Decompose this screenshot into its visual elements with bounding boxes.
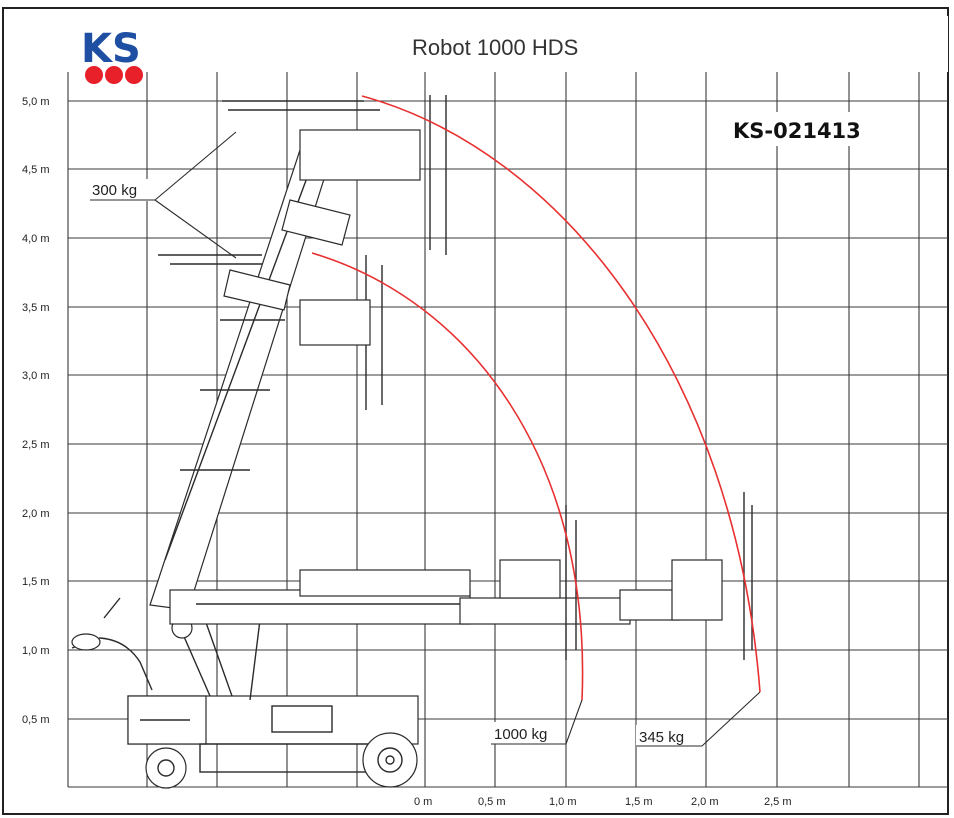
front-wheel-axle (385, 755, 395, 765)
top-beam-upper (222, 100, 380, 111)
y-tick-label: 2,5 m (22, 439, 50, 451)
vacuum-frame-far (743, 492, 753, 660)
boom-head-upper (281, 199, 351, 246)
horizontal-boom (169, 559, 723, 625)
boom-arm-3 (619, 589, 681, 621)
logo-dot (85, 66, 103, 84)
tiller-handle (71, 597, 153, 691)
x-tick-label: 0 m (414, 796, 432, 808)
reach-curve-345kg (361, 95, 761, 693)
leader-345kg (636, 691, 761, 747)
boom-arm-2 (459, 597, 631, 625)
header-background (68, 16, 948, 72)
logo-dot (105, 66, 123, 84)
grid (67, 72, 948, 788)
rear-wheel-hub (157, 759, 175, 777)
boom-head-2 (671, 559, 723, 621)
grid-horizontal-lines (68, 100, 948, 788)
boom-head-lower (223, 269, 291, 311)
front-wheel-tire (362, 732, 418, 788)
y-tick-label: 4,5 m (22, 164, 50, 176)
outer-border (2, 7, 949, 815)
x-tick-label: 1,5 m (625, 796, 653, 808)
leader-300kg (90, 131, 237, 259)
x-tick-label: 1,0 m (549, 796, 577, 808)
x-tick-label: 0,5 m (478, 796, 506, 808)
reach-curves (311, 95, 761, 701)
load-annotations: 300 kg 1000 kg 345 kg (89, 131, 761, 747)
logo-dot (125, 66, 143, 84)
ks-logo-text: KS (81, 26, 141, 72)
boom-cylinder (299, 569, 471, 597)
y-tick-label: 4,0 m (22, 233, 50, 245)
chassis-panel (271, 705, 333, 733)
tiller-lever (103, 597, 121, 619)
tiller-grip (71, 633, 101, 651)
vacuum-frame-top-upper (429, 95, 447, 255)
load-label-345kg: 345 kg (639, 729, 684, 746)
boom-cross-members (180, 319, 285, 471)
label-bg-300kg (89, 179, 155, 201)
y-tick-label: 1,5 m (22, 576, 50, 588)
y-axis-labels: 0,5 m 1,0 m 1,5 m 2,0 m 2,5 m 3,0 m 3,5 … (22, 96, 50, 726)
label-bg-345kg (636, 725, 702, 747)
x-tick-label: 2,0 m (691, 796, 719, 808)
front-wheel-hub (377, 747, 403, 773)
tiller-arm (71, 637, 153, 691)
chart-title: Robot 1000 HDS (412, 35, 578, 60)
mast-brace (222, 619, 261, 701)
label-bg-1000kg (491, 722, 565, 744)
front-wheel (362, 732, 418, 788)
y-tick-label: 2,0 m (22, 508, 50, 520)
y-tick-label: 1,0 m (22, 645, 50, 657)
y-tick-label: 3,0 m (22, 370, 50, 382)
boom-head-1 (499, 559, 561, 599)
vacuum-frame-near (565, 505, 577, 660)
product-code: KS-021413 (733, 119, 861, 143)
inclined-boom (149, 149, 351, 611)
load-label-1000kg: 1000 kg (494, 726, 547, 743)
rear-wheel-tire (145, 747, 187, 789)
ks-logo: KS (81, 26, 143, 84)
x-tick-label: 2,5 m (764, 796, 792, 808)
boom-section-inner (164, 174, 309, 561)
y-tick-label: 3,5 m (22, 302, 50, 314)
robot-machine-drawing (71, 95, 753, 789)
rear-wheel (145, 747, 187, 789)
top-head-upper (299, 129, 421, 181)
y-tick-label: 5,0 m (22, 96, 50, 108)
chassis (127, 695, 419, 773)
leader-1000kg (491, 699, 583, 745)
top-head-lower (299, 299, 371, 346)
reach-curve-1000kg (311, 252, 584, 701)
y-tick-label: 0,5 m (22, 714, 50, 726)
load-label-300kg: 300 kg (92, 182, 137, 199)
x-axis-labels: 0 m 0,5 m 1,0 m 1,5 m 2,0 m 2,5 m (414, 796, 792, 808)
grid-vertical-lines (67, 72, 920, 787)
code-background (722, 112, 870, 146)
top-vacuum-beams (158, 100, 421, 346)
top-beam-lower (158, 254, 262, 265)
